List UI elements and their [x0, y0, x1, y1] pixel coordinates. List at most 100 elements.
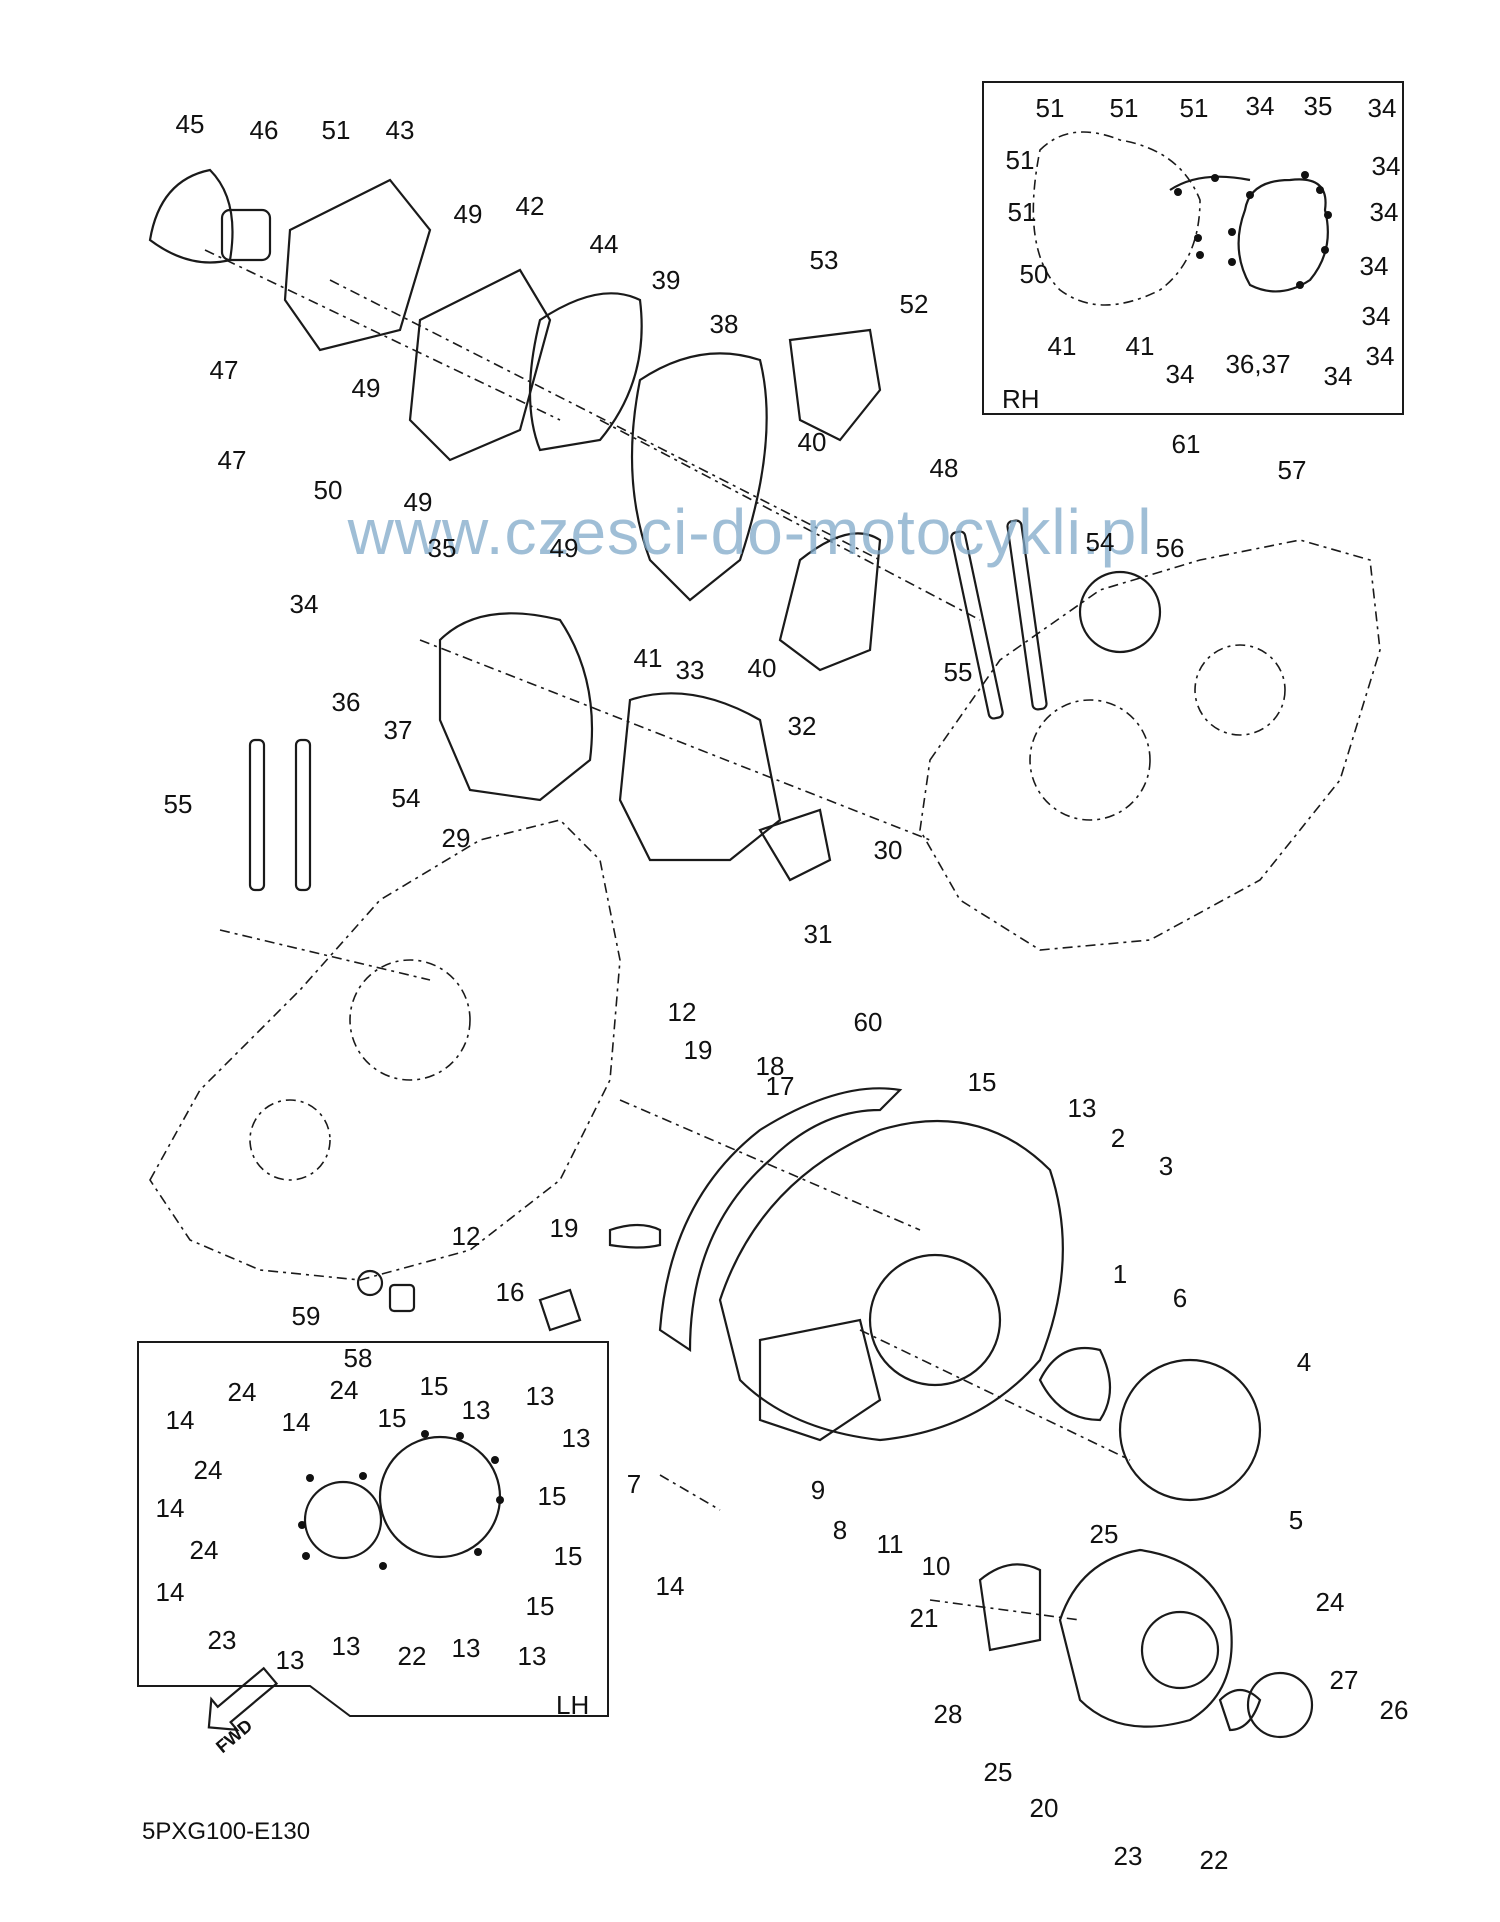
lh-label: 13 — [461, 1395, 491, 1425]
part-label-29: 29 — [441, 823, 471, 853]
part-label-22: 22 — [1199, 1845, 1229, 1875]
part-label-53: 53 — [809, 245, 839, 275]
part-label-11: 11 — [876, 1529, 904, 1559]
part-label-42: 42 — [515, 191, 545, 221]
part-label-33: 33 — [675, 655, 705, 685]
rh-label: 34 — [1361, 301, 1391, 331]
part-label-18: 18 — [755, 1051, 785, 1081]
generator-cover-group — [718, 1119, 1262, 1502]
part-label-59: 59 — [291, 1301, 321, 1331]
part-label-4: 4 — [1296, 1347, 1312, 1377]
part-label-41: 41 — [633, 643, 663, 673]
rh-label: 34 — [1367, 93, 1397, 123]
rh-inset-cover-sketch — [1032, 131, 1332, 306]
lh-inset-cover-sketch — [298, 1430, 504, 1570]
rh-label: 34 — [1359, 251, 1389, 281]
part-label-3: 3 — [1158, 1151, 1174, 1181]
rh-label: 35 — [1303, 91, 1333, 121]
lh-label: 23 — [207, 1625, 237, 1655]
rh-label: 34 — [1371, 151, 1401, 181]
small-parts-left — [356, 1223, 662, 1332]
push-rods-right — [950, 519, 1048, 720]
fwd-arrow-icon — [207, 1666, 279, 1732]
rh-label: 34 — [1165, 359, 1195, 389]
part-label-34: 34 — [289, 589, 319, 619]
lh-label: 13 — [517, 1641, 547, 1671]
lh-label: 14 — [165, 1405, 195, 1435]
part-label-43: 43 — [385, 115, 415, 145]
watermark: www.czesci-do-motocykli.pl — [347, 496, 1153, 568]
clutch-cover-group — [978, 1548, 1314, 1739]
part-label-50: 50 — [313, 475, 343, 505]
part-label-13: 13 — [1067, 1093, 1097, 1123]
part-label-38: 38 — [709, 309, 739, 339]
gasket-7 — [658, 1087, 903, 1353]
part-label-12: 12 — [667, 997, 697, 1027]
part-label-7: 7 — [626, 1469, 642, 1499]
part-label-49: 49 — [403, 487, 433, 517]
lh-label: 15 — [419, 1371, 449, 1401]
part-label-44: 44 — [589, 229, 619, 259]
part-label-48: 48 — [929, 453, 959, 483]
part-label-32: 32 — [787, 711, 817, 741]
part-label-1: 1 — [1112, 1259, 1128, 1289]
lh-label: 15 — [537, 1481, 567, 1511]
part-label-12: 12 — [451, 1221, 481, 1251]
lh-label: 13 — [275, 1645, 305, 1675]
part-label-19: 19 — [683, 1035, 713, 1065]
part-label-6: 6 — [1172, 1283, 1188, 1313]
part-label-31: 31 — [803, 919, 833, 949]
part-label-46: 46 — [249, 115, 279, 145]
part-label-37: 37 — [383, 715, 413, 745]
lh-inset-box — [137, 1341, 609, 1717]
part-label-17: 17 — [765, 1071, 795, 1101]
o-ring — [1078, 570, 1162, 654]
part-label-49: 49 — [453, 199, 483, 229]
part-label-14: 14 — [655, 1571, 685, 1601]
rh-label: 41 — [1125, 331, 1155, 361]
lh-label: 24 — [227, 1377, 257, 1407]
part-label-58: 58 — [343, 1343, 373, 1373]
part-label-8: 8 — [832, 1515, 848, 1545]
lh-label: 14 — [155, 1493, 185, 1523]
part-label-60: 60 — [853, 1007, 883, 1037]
alignment-lines — [204, 249, 1131, 1621]
rh-inset-box — [982, 81, 1404, 415]
rh-inset-label: RH — [1002, 384, 1040, 414]
rh-label: 34 — [1323, 361, 1353, 391]
push-rods-left — [248, 738, 312, 892]
part-label-52: 52 — [899, 289, 929, 319]
part-label-5: 5 — [1288, 1505, 1304, 1535]
part-label-49: 49 — [549, 533, 579, 563]
part-label-21: 21 — [909, 1603, 939, 1633]
reference-code: 5PXG100-E130 — [142, 1818, 311, 1845]
lh-label: 15 — [525, 1591, 555, 1621]
upper-cover-group — [148, 168, 882, 672]
part-label-54: 54 — [1085, 527, 1115, 557]
part-label-35: 35 — [427, 533, 457, 563]
part-label-24: 24 — [1315, 1587, 1345, 1617]
lh-label: 24 — [189, 1535, 219, 1565]
part-label-51: 51 — [321, 115, 351, 145]
part-label-30: 30 — [873, 835, 903, 865]
part-label-2: 2 — [1110, 1123, 1126, 1153]
part-label-9: 9 — [810, 1475, 826, 1505]
lh-label: 24 — [193, 1455, 223, 1485]
lh-label: 13 — [561, 1423, 591, 1453]
rh-label: 50 — [1019, 259, 1049, 289]
rh-label: 36,37 — [1225, 349, 1291, 379]
part-label-55: 55 — [943, 657, 973, 687]
part-label-36: 36 — [331, 687, 361, 717]
part-label-19: 19 — [549, 1213, 579, 1243]
rh-label: 41 — [1047, 331, 1077, 361]
rh-label: 34 — [1369, 197, 1399, 227]
part-label-54: 54 — [391, 783, 421, 813]
lh-label: 14 — [155, 1577, 185, 1607]
part-label-49: 49 — [351, 373, 381, 403]
lh-label: 14 — [281, 1407, 311, 1437]
part-label-57: 57 — [1277, 455, 1307, 485]
part-label-16: 16 — [495, 1277, 525, 1307]
part-label-47: 47 — [209, 355, 239, 385]
